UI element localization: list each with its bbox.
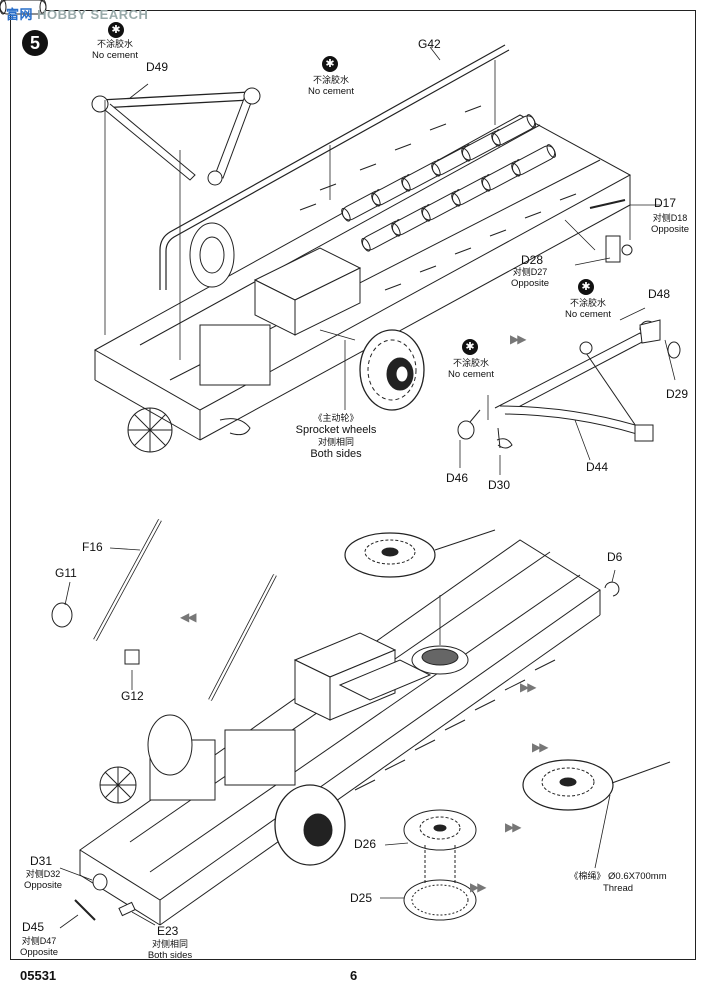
no-cement-cn: 不涂胶水 <box>569 298 606 308</box>
direction-arrow-icon: ▶▶ <box>505 820 522 834</box>
both-sides-en: Both sides <box>147 950 193 961</box>
lower-sprockets <box>147 714 346 866</box>
watermark: 富网 HOBBY SEARCH <box>6 4 148 23</box>
both-sides-note: 对侧相同 Both sides <box>140 938 200 962</box>
direction-arrow-icon: ◀◀ <box>180 610 197 624</box>
part-note-d27: 对侧D27 Opposite <box>505 266 555 290</box>
no-cement-en: No cement <box>565 309 611 320</box>
front-a-frame-d49 <box>91 87 261 186</box>
upper-rollers <box>0 0 558 253</box>
road-wheels <box>344 529 671 921</box>
thread-en: Thread <box>602 883 634 894</box>
sprocket-both-cn: 对侧相同 <box>317 437 354 447</box>
no-cement-icon: ✱ <box>108 22 124 38</box>
part-label-d49: D49 <box>146 60 169 74</box>
no-cement-icon: ✱ <box>578 279 594 295</box>
part-label-d25: D25 <box>350 891 373 905</box>
sprocket-note: 《主动轮》 Sprocket wheels 对侧相同 Both sides <box>286 412 386 460</box>
part-label-d17: D17 <box>654 196 677 210</box>
part-label-d46: D46 <box>446 471 469 485</box>
small-parts-d31-d45 <box>74 581 620 921</box>
opposite-text: Opposite <box>23 880 63 891</box>
part-label-d45: D45 <box>22 920 45 934</box>
no-cement-icon: ✱ <box>462 339 478 355</box>
page-frame <box>10 10 696 960</box>
upper-engine <box>127 407 251 453</box>
lower-idler <box>411 645 469 675</box>
step-number-badge: 5 <box>22 30 48 56</box>
part-label-d44: D44 <box>586 460 609 474</box>
part-note-d47: 对侧D47 Opposite <box>12 935 66 959</box>
small-parts-d48-d29 <box>639 319 681 359</box>
upper-leader-lines <box>104 46 676 475</box>
no-cement-cn: 不涂胶水 <box>96 39 133 49</box>
direction-arrow-icon: ▶▶ <box>520 680 537 694</box>
d47-cn: 对侧D47 <box>21 936 57 946</box>
upper-gearbox <box>199 247 362 386</box>
part-label-d28: D28 <box>521 253 544 267</box>
part-label-f16: F16 <box>82 540 103 554</box>
opposite-text: Opposite <box>650 224 690 235</box>
rear-a-frame-d44 <box>494 320 657 442</box>
watermark-en: HOBBY SEARCH <box>37 7 149 22</box>
no-cement-en: No cement <box>92 50 138 61</box>
watermark-cn-2: 网 <box>19 7 34 22</box>
no-cement-note-1: 不涂胶水 No cement <box>80 38 150 62</box>
d32-cn: 对侧D32 <box>25 869 61 879</box>
small-parts-d17-d28 <box>589 199 633 263</box>
no-cement-en: No cement <box>308 86 354 97</box>
part-label-g11: G11 <box>55 566 77 580</box>
opposite-text: Opposite <box>19 947 59 958</box>
f16-rod <box>51 519 277 701</box>
no-cement-cn: 不涂胶水 <box>312 75 349 85</box>
page-number: 6 <box>350 968 358 983</box>
part-label-e23: E23 <box>157 924 179 938</box>
part-label-g12: G12 <box>121 689 144 703</box>
part-label-g42: G42 <box>418 37 441 51</box>
no-cement-note-3: 不涂胶水 No cement <box>553 297 623 321</box>
part-label-d48: D48 <box>648 287 671 301</box>
no-cement-en: No cement <box>448 369 494 380</box>
watermark-cn: 富 <box>6 7 20 22</box>
d18-cn: 对侧D18 <box>652 213 688 223</box>
lower-fuel-tanks <box>293 632 432 721</box>
thread-cn: 《棉绳》 <box>569 871 606 881</box>
upper-pins <box>299 105 577 291</box>
lower-pins <box>354 659 556 791</box>
part-label-d26: D26 <box>354 837 377 851</box>
thread-size: Ø0.6X700mm <box>608 871 667 882</box>
upper-front-sprocket <box>189 222 235 288</box>
part-note-d32: 对侧D32 Opposite <box>16 868 70 892</box>
direction-arrow-icon: ▶▶ <box>470 880 487 894</box>
part-label-d6: D6 <box>607 550 623 564</box>
part-note-d18: 对侧D18 Opposite <box>645 212 695 236</box>
sprocket-cn: 《主动轮》 <box>313 413 359 423</box>
no-cement-cn: 不涂胶水 <box>452 358 489 368</box>
kit-code: 05531 <box>20 968 57 983</box>
d27-cn: 对侧D27 <box>512 267 548 277</box>
lower-leader-lines <box>59 547 616 929</box>
no-cement-note-2: 不涂胶水 No cement <box>296 74 366 98</box>
sprocket-en: Sprocket wheels <box>295 424 377 436</box>
direction-arrow-icon: ▶▶ <box>510 332 527 346</box>
no-cement-note-4: 不涂胶水 No cement <box>436 357 506 381</box>
part-label-d29: D29 <box>666 387 689 401</box>
small-parts-d46-d30 <box>457 409 513 449</box>
both-sides-cn: 对侧相同 <box>151 939 188 949</box>
no-cement-icon: ✱ <box>322 56 338 72</box>
opposite-text: Opposite <box>510 278 550 289</box>
tow-bar-g42 <box>159 44 510 290</box>
sprocket-both-en: Both sides <box>310 448 362 460</box>
part-label-d31: D31 <box>30 854 53 868</box>
part-label-d30: D30 <box>488 478 511 492</box>
direction-arrow-icon: ▶▶ <box>532 740 549 754</box>
thread-note: 《棉绳》 Ø0.6X700mm Thread <box>558 870 678 895</box>
sprocket-wheel <box>359 329 425 411</box>
